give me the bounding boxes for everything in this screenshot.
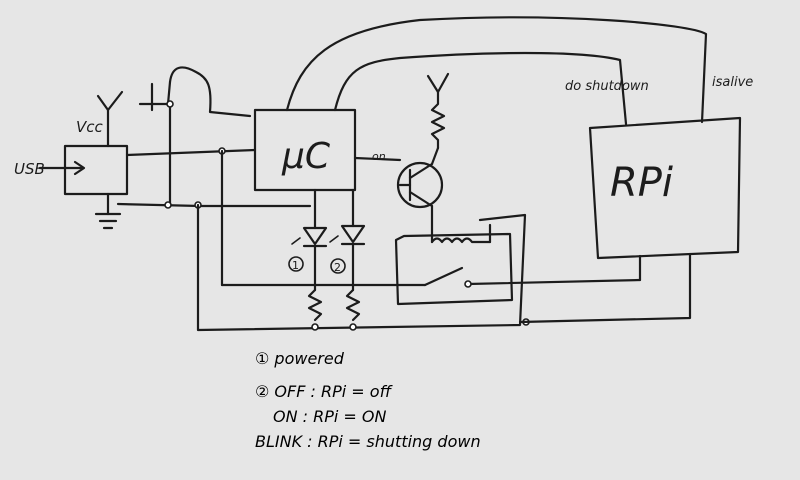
usb-connector [38, 144, 129, 196]
vcc-label: Vcc [76, 118, 104, 136]
legend-line: BLINK : RPi = shutting down [255, 432, 481, 451]
legend-line: ② OFF : RPi = off [255, 382, 392, 401]
vcc-symbol [96, 90, 124, 148]
isalive-label: isalive [712, 75, 753, 90]
rpi-label: RPi [610, 160, 673, 206]
usb-label: USB [14, 160, 45, 178]
led-1 [291, 188, 328, 331]
ground-symbol [94, 192, 122, 230]
relay [220, 223, 642, 326]
led1-number: 1 [292, 259, 299, 272]
legend: ① powered ② OFF : RPi = off ON : RPi = O… [255, 345, 635, 457]
shutdown-label: do shutdown [565, 79, 649, 94]
push-button [138, 66, 252, 207]
led2-number: 2 [334, 261, 341, 274]
led-2 [329, 188, 366, 331]
rpi-block [588, 116, 742, 260]
legend-line: ① powered [255, 349, 344, 368]
legend-line: ON : RPi = ON [273, 407, 387, 426]
output-label: on [372, 150, 386, 163]
transistor [396, 146, 444, 244]
microcontroller-label: µC [281, 136, 331, 177]
pullup-resistor [426, 72, 450, 150]
